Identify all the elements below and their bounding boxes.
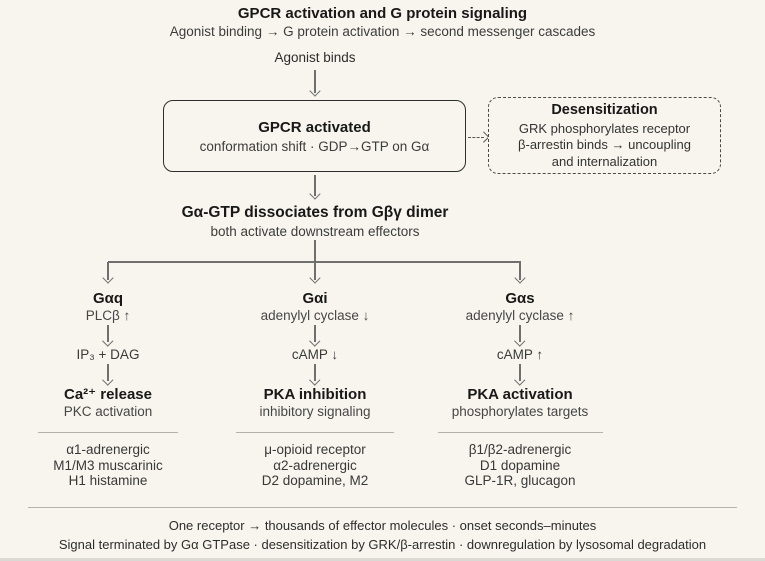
dissociation-title: Gα-GTP dissociates from Gβγ dimer [181, 204, 449, 221]
branch-arrow-left-icon [102, 262, 115, 284]
arrow-shaft [314, 325, 316, 342]
window-bottom-edge [0, 558, 765, 561]
arrowhead-icon [102, 373, 114, 385]
receptor-item: μ-opioid receptor [264, 442, 366, 457]
page-subtitle: Agonist binding → G protein activation →… [169, 24, 596, 39]
pathway-outcome: Ca²⁺ release [64, 386, 152, 403]
pathway-outcome: PKA inhibition [263, 386, 367, 403]
page-title: GPCR activation and G protein signaling [237, 5, 528, 22]
arrowhead-icon [102, 334, 114, 346]
dissociation-subtitle: both activate downstream effectors [210, 224, 420, 239]
arrow-down-icon [309, 324, 322, 346]
arrow-down-icon [514, 324, 527, 346]
arrowhead-icon [309, 188, 321, 200]
receptor-item: β1/β2-adrenergic [468, 442, 572, 457]
pathway-messenger: cAMP ↓ [291, 347, 339, 362]
dashed-arrow-right-icon [468, 130, 489, 143]
arrow-down-icon [514, 363, 527, 385]
branch-arrow-right-icon [514, 262, 527, 284]
arrow-shaft [314, 175, 316, 196]
footer-divider [28, 507, 737, 508]
pathway-messenger: IP₃ + DAG [76, 347, 140, 362]
arrow-shaft [107, 325, 109, 342]
pathway-messenger: cAMP ↑ [496, 347, 544, 362]
pathway-outcome: PKA activation [467, 386, 573, 403]
receptor-item: GLP-1R, glucagon [464, 473, 576, 488]
pathway-name: Gαq [92, 290, 124, 307]
receptor-list-divider [236, 432, 394, 433]
desensitization-line: GRK phosphorylates receptor [518, 120, 691, 136]
dashed-arrow-shaft [468, 136, 484, 138]
arrow-shaft [314, 70, 316, 93]
arrow-down-icon [102, 324, 115, 346]
branch-stub-line [314, 240, 316, 262]
pathway-column-gas: Gαs adenylyl cyclase ↑ cAMP ↑ PKA activa… [420, 290, 620, 489]
receptor-item: H1 histamine [68, 473, 148, 488]
arrowhead-icon [477, 131, 489, 142]
desensitization-box: Desensitization GRK phosphorylates recep… [488, 97, 721, 174]
receptor-item: D1 dopamine [479, 457, 561, 473]
receptor-item: D2 dopamine, M2 [261, 473, 369, 488]
receptor-list-divider [38, 432, 178, 433]
arrowhead-icon [514, 373, 526, 385]
arrow-shaft [519, 262, 521, 280]
gpcr-activated-box: GPCR activated conformation shift · GDP→… [163, 100, 466, 172]
gpcr-box-subtitle: conformation shift · GDP→GTP on Gα [199, 138, 430, 154]
pathway-outcome-note: phosphorylates targets [451, 404, 589, 419]
arrowhead-icon [309, 85, 321, 97]
footer-note-line1: One receptor → thousands of effector mol… [168, 518, 597, 533]
arrow-shaft [107, 364, 109, 381]
pathway-effector: PLCβ ↑ [85, 308, 131, 323]
dissociation-step: Gα-GTP dissociates from Gβγ dimer both a… [115, 204, 515, 240]
pathway-effector: adenylyl cyclase ↑ [465, 308, 575, 323]
arrow-shaft [107, 262, 109, 280]
receptor-list-divider [437, 432, 603, 433]
arrowhead-icon [514, 334, 526, 346]
arrow-shaft [519, 325, 521, 342]
arrow-down-icon [309, 175, 322, 200]
pathway-column-gaq: Gαq PLCβ ↑ IP₃ + DAG Ca²⁺ release PKC ac… [8, 290, 208, 489]
arrow-down-icon [102, 363, 115, 385]
pathway-outcome-note: PKC activation [63, 404, 153, 419]
pathway-column-gai: Gαi adenylyl cyclase ↓ cAMP ↓ PKA inhibi… [215, 290, 415, 489]
arrowhead-icon [309, 334, 321, 346]
receptor-item: α2-adrenergic [273, 457, 357, 473]
arrow-down-icon [309, 363, 322, 385]
arrow-shaft [314, 262, 316, 280]
branch-horizontal-line [107, 261, 521, 263]
pathway-effector: adenylyl cyclase ↓ [260, 308, 370, 323]
arrow-down-icon [309, 70, 322, 97]
arrowhead-icon [309, 272, 321, 284]
desensitization-line: and internalization [551, 153, 658, 169]
receptor-item: α1-adrenergic [66, 442, 150, 457]
agonist-binds-label: Agonist binds [274, 50, 356, 65]
pathway-name: Gαi [302, 290, 328, 307]
footer-note-line2: Signal terminated by Gα GTPase · desensi… [58, 537, 707, 552]
desensitization-title: Desensitization [551, 101, 658, 118]
desensitization-line: β-arrestin binds → uncoupling [518, 137, 691, 153]
arrow-shaft [314, 364, 316, 381]
arrowhead-icon [514, 272, 526, 284]
branch-arrow-center-icon [309, 262, 322, 284]
pathway-outcome-note: inhibitory signaling [259, 404, 371, 419]
gpcr-box-title: GPCR activated [258, 118, 371, 136]
receptor-item: M1/M3 muscarinic [53, 457, 163, 473]
arrowhead-icon [309, 373, 321, 385]
pathway-name: Gαs [505, 290, 535, 307]
arrowhead-icon [102, 272, 114, 284]
arrow-shaft [519, 364, 521, 381]
